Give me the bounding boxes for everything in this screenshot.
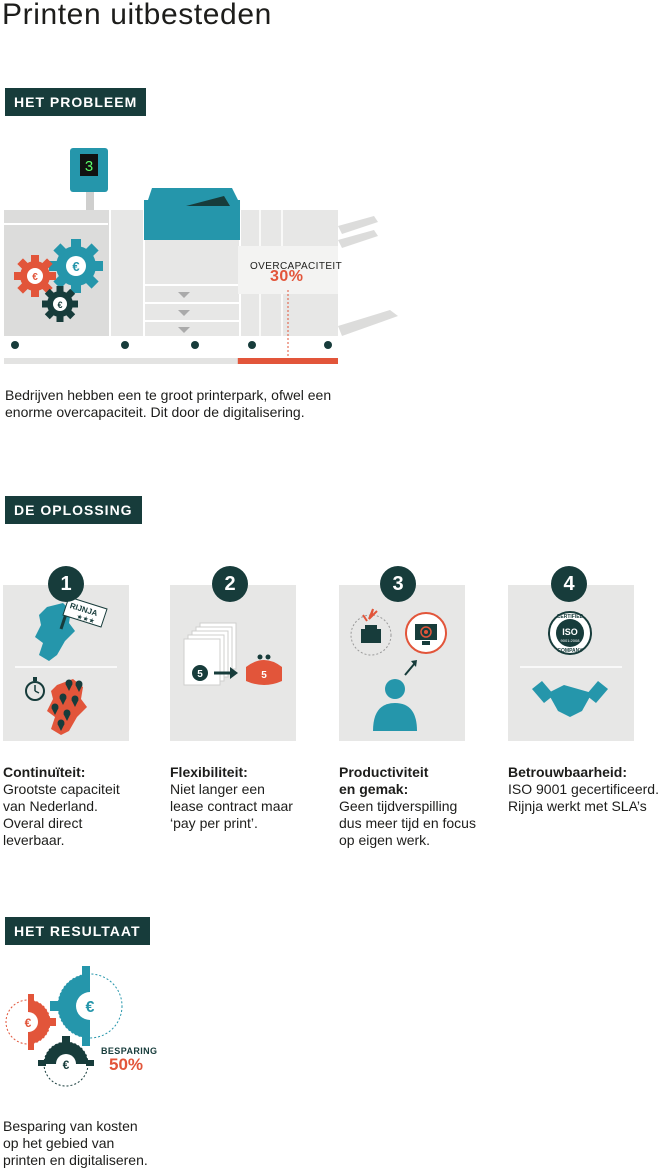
svg-text:€: € [57, 300, 62, 310]
svg-text:5: 5 [197, 669, 203, 680]
overcapacity-value: 30% [270, 268, 304, 285]
stopwatch-icon [25, 677, 45, 701]
step-number-3: 3 [380, 566, 416, 602]
step-text-productivity: Productiviteit en gemak: Geen tijdverspi… [339, 764, 476, 848]
page-title: Printen uitbesteden [2, 0, 272, 31]
paper-tray-icon [338, 216, 398, 336]
step-number-1: 1 [48, 566, 84, 602]
section-label-solution: DE OPLOSSING [5, 496, 142, 524]
arrow-up-right-icon [404, 660, 417, 676]
person-icon [373, 679, 417, 731]
svg-text:ISO: ISO [562, 627, 578, 637]
gear-icon: € [50, 966, 123, 1046]
svg-text:5: 5 [261, 670, 267, 681]
step-card-reliability: CERTIFIED ISO 9001:2008 COMPANY [508, 585, 634, 741]
broken-printer-icon [350, 608, 392, 656]
saving-value: 50% [109, 1055, 144, 1074]
capacity-bar-overcapacity [237, 358, 338, 364]
scanner-lid-icon [144, 188, 240, 240]
savings-gears-illustration: € € € [5, 966, 123, 1087]
svg-text:9001:2008: 9001:2008 [561, 638, 581, 643]
step-card-continuity: RIJNJA ★★★ [3, 585, 129, 741]
gear-icon: € [5, 994, 56, 1050]
arrow-right-icon [214, 667, 238, 679]
saving-label: BESPARING [101, 1046, 158, 1056]
svg-text:€: € [86, 999, 95, 1016]
step-number-2: 2 [212, 566, 248, 602]
printer-illustration: 3 € [4, 148, 398, 364]
section-label-result: HET RESULTAAT [5, 917, 150, 945]
iso-seal-icon: CERTIFIED ISO 9001:2008 COMPANY [548, 611, 592, 655]
purse-icon: 5 [246, 654, 282, 685]
problem-description: Bedrijven hebben een te groot printerpar… [5, 387, 332, 420]
svg-text:CERTIFIED: CERTIFIED [557, 614, 584, 620]
svg-text:€: € [25, 1016, 32, 1030]
section-label-problem: HET PROBLEEM [5, 88, 147, 116]
gear-icon: € [38, 1036, 94, 1087]
step-card-flexibility: 5 5 [170, 585, 296, 741]
overcapacity-label: OVERCAPACITEIT [250, 261, 343, 272]
location-pin-icon [51, 679, 83, 731]
svg-text:€: € [63, 1058, 70, 1072]
gear-icon: € [42, 286, 78, 322]
svg-text:€: € [32, 272, 38, 283]
svg-text:€: € [72, 259, 79, 274]
gear-icon: € [49, 239, 103, 293]
step-text-flexibility: Flexibiliteit: Niet langer een lease con… [170, 764, 293, 831]
step-card-productivity [339, 585, 465, 741]
handshake-icon [532, 681, 608, 717]
step-number-4: 4 [551, 566, 587, 602]
counter-display-value: 3 [84, 159, 93, 176]
capacity-bar-total [4, 358, 338, 364]
result-description: Besparing van kosten op het gebied van p… [3, 1118, 148, 1168]
paper-stack-icon: 5 [183, 622, 237, 686]
step-text-continuity: Continuïteit: Grootste capaciteit van Ne… [3, 764, 120, 848]
netherlands-map-orange-icon [47, 679, 87, 735]
monitor-target-icon [405, 612, 447, 654]
step-text-reliability: Betrouwbaarheid: ISO 9001 gecertificeerd… [508, 764, 659, 814]
counter-display-icon: 3 [70, 148, 108, 212]
svg-text:COMPANY: COMPANY [557, 648, 583, 654]
